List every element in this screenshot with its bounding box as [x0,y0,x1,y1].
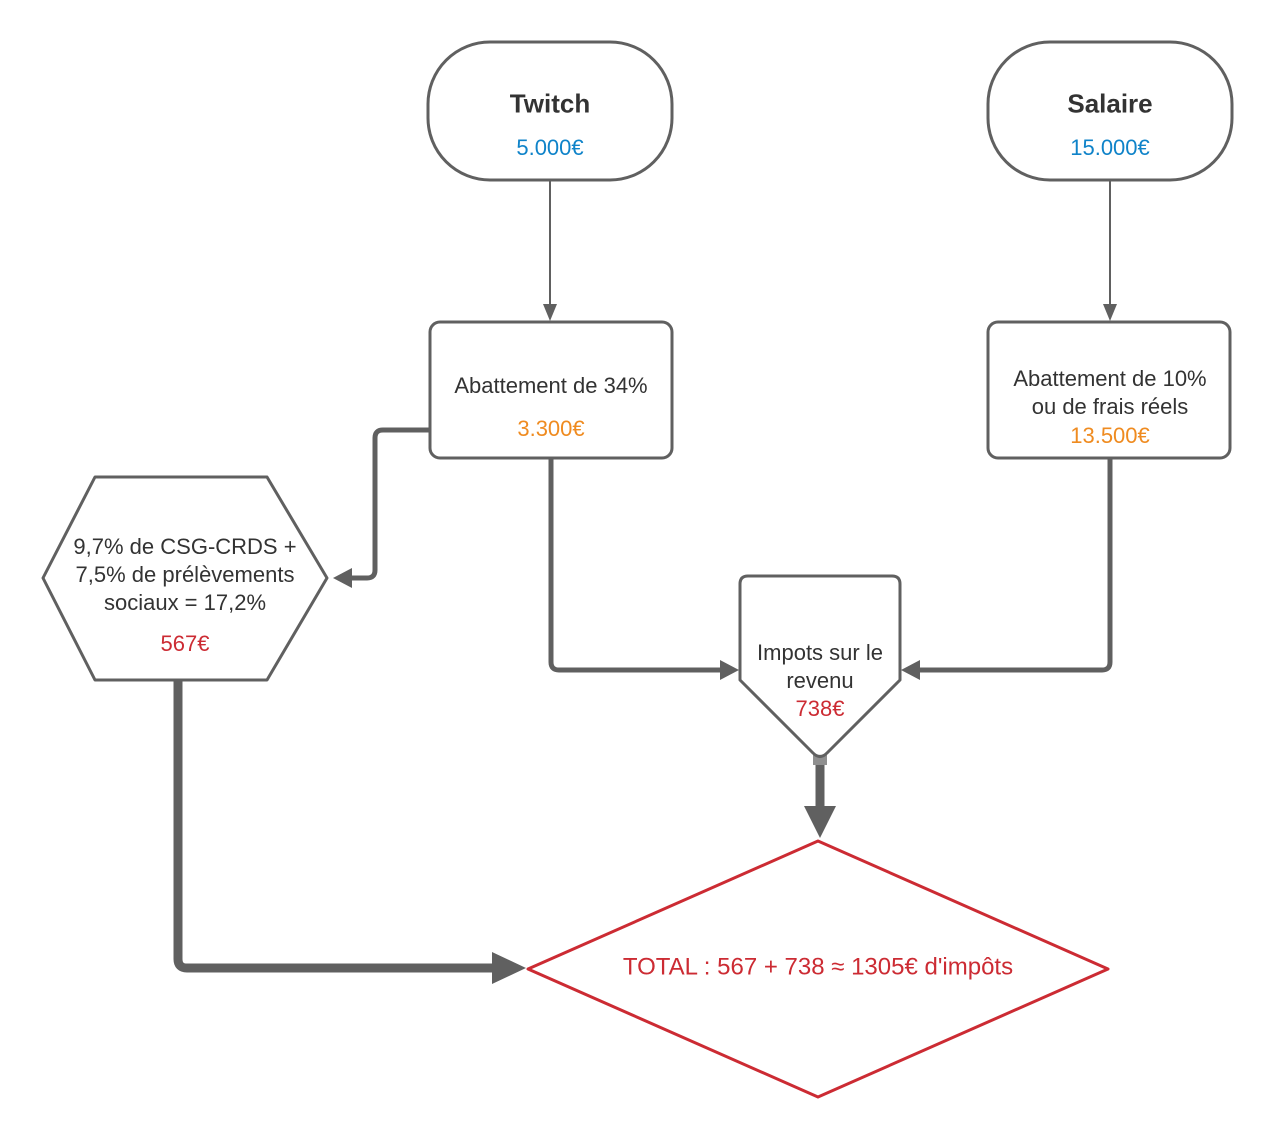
twitch-title: Twitch [509,88,591,119]
impots-value: 738€ [795,695,845,721]
arrowhead-into-impots-left [720,660,739,680]
impots-label-line2: revenu [786,667,854,693]
arrowhead-into-impots-right [901,660,920,680]
arrowhead-into-total-left [492,952,526,984]
salaire-node [986,40,1234,182]
arrow-abattement34-to-prelevements [351,427,430,581]
arrowhead-salaire [1103,304,1117,321]
arrowhead-twitch [543,304,557,321]
abattement10-value: 13.500€ [1070,422,1150,448]
arrow-prelevements-to-total [173,681,493,973]
salaire-title: Salaire [1067,88,1153,119]
abattement10-label-line2: ou de frais réels [1031,393,1189,419]
impots-label-line1: Impots sur le [757,639,883,665]
abattement10-label-line1: Abattement de 10% [1013,365,1207,391]
prelevements-value: 567€ [160,630,210,656]
impots-node [738,574,902,758]
twitch-value: 5.000€ [516,134,584,160]
total-node [526,839,1110,1099]
connector-layer [173,181,1113,973]
prelevements-label-line2: 7,5% de prélèvements [75,561,295,587]
arrowhead-into-total-top [804,806,836,838]
node-layer [41,40,1234,1099]
twitch-node [426,40,674,182]
abattement10-node [986,320,1232,460]
abattement34-label: Abattement de 34% [454,372,648,398]
abattement34-node [428,320,674,460]
arrowhead-layer [333,304,1117,984]
arrowhead-into-hexagon [333,568,352,588]
arrow-abattement34-to-impots [548,458,721,673]
total-label: TOTAL : 567 + 738 ≈ 1305€ d'impôts [622,953,1014,981]
prelevements-label-line3: sociaux = 17,2% [103,589,267,615]
salaire-value: 15.000€ [1070,134,1150,160]
prelevements-label-line1: 9,7% de CSG-CRDS + [73,533,297,559]
prelevements-node [41,475,329,682]
abattement34-value: 3.300€ [517,415,585,441]
arrow-abattement10-to-impots [919,458,1113,673]
